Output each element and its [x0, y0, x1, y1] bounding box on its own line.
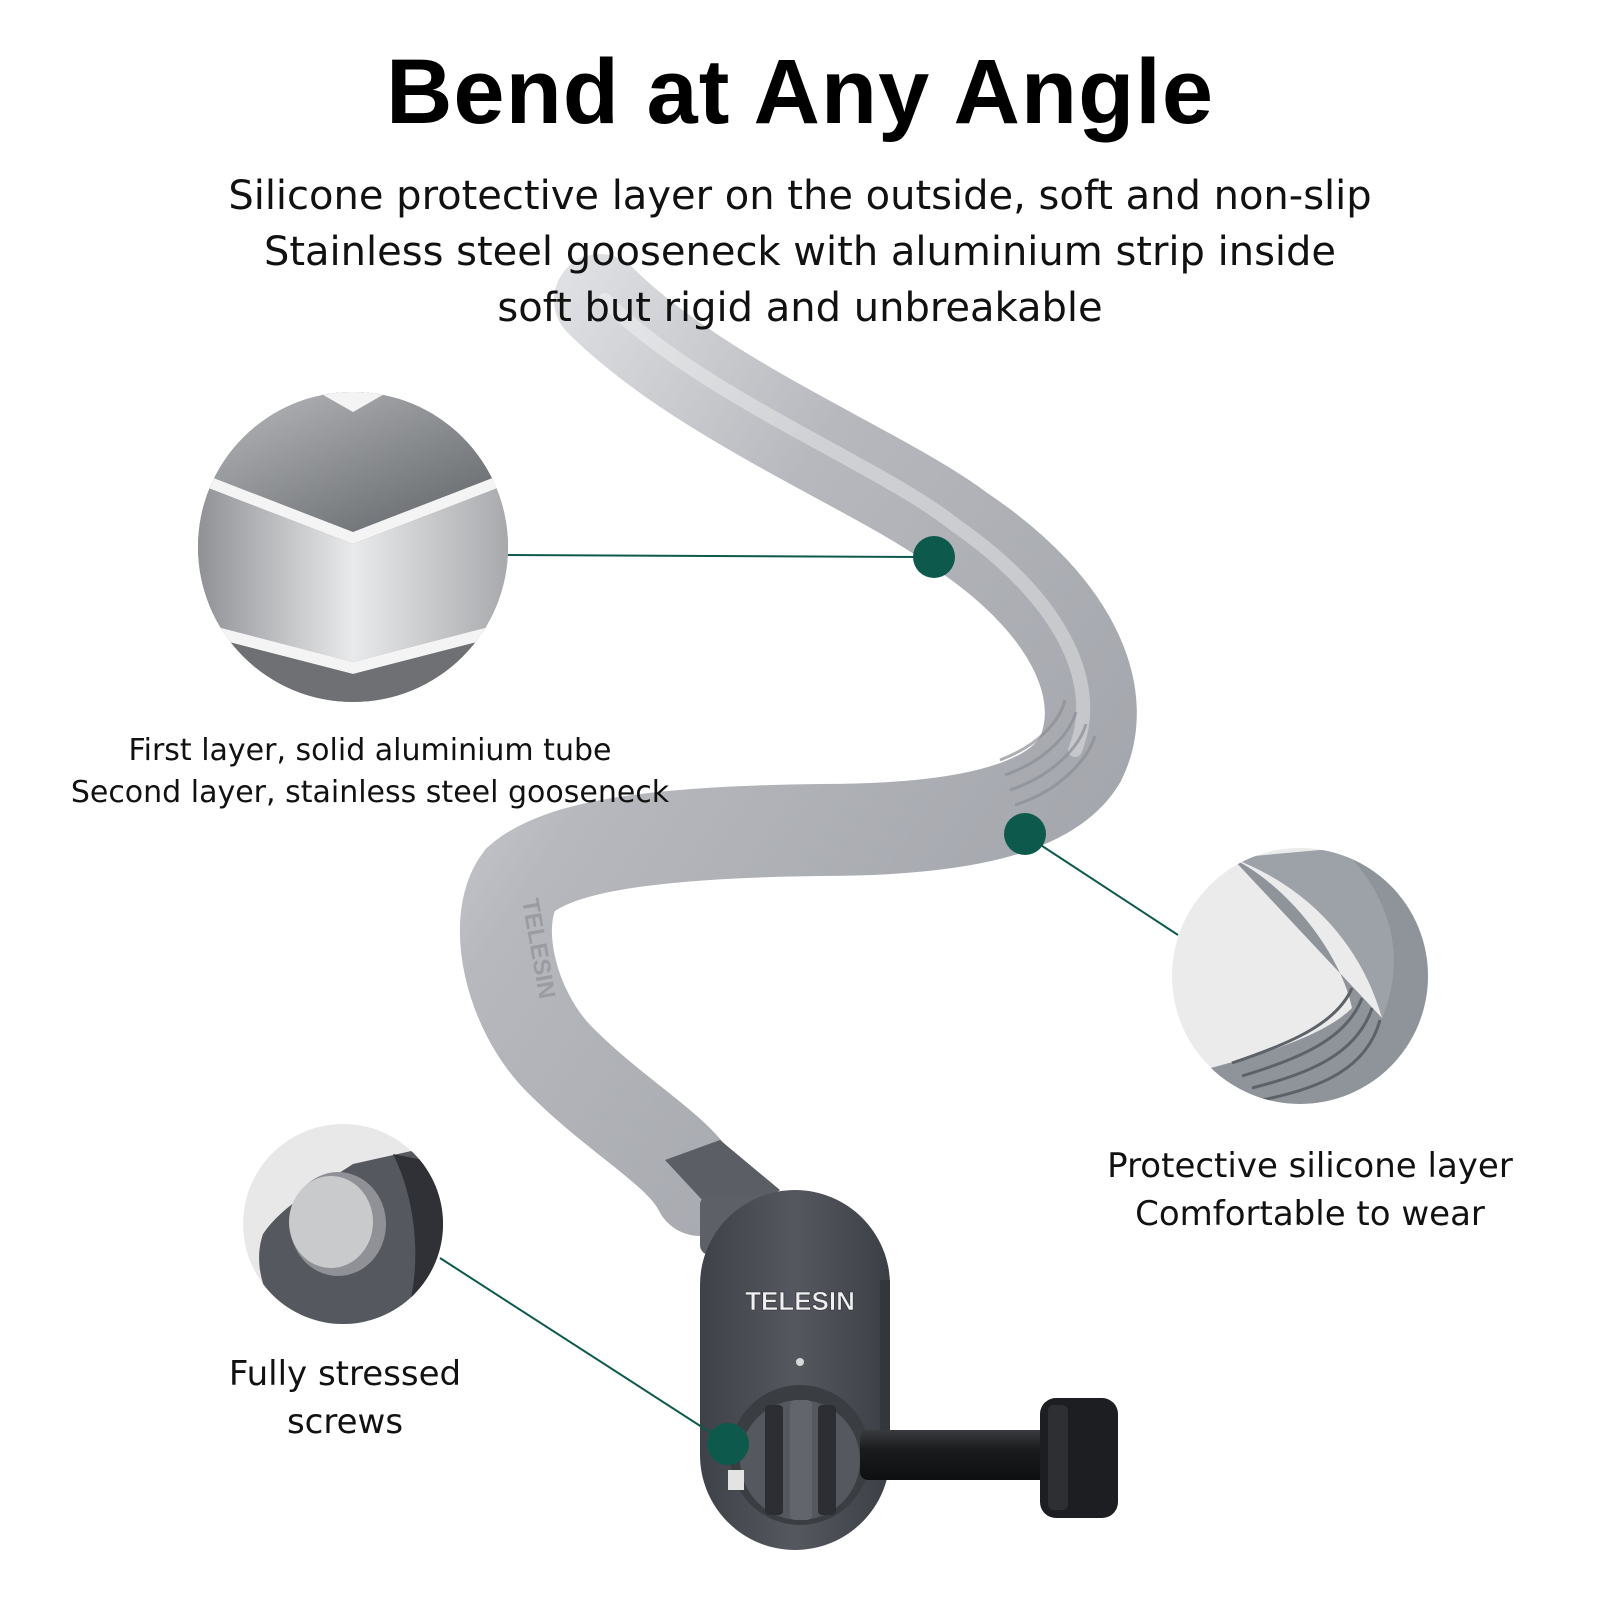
page-title: Bend at Any Angle	[385, 41, 1215, 143]
callout-caption-screws: Fully stressed screws	[180, 1350, 510, 1446]
subtitle-line: soft but rigid and unbreakable	[497, 285, 1103, 331]
callout-caption-silicone: Protective silicone layer Comfortable to…	[1060, 1142, 1560, 1238]
subtitle-line: Silicone protective layer on the outside…	[228, 173, 1372, 219]
caption-line: Second layer, stainless steel gooseneck	[70, 775, 670, 810]
indicator-dot	[796, 1358, 804, 1366]
screw-detail-lens	[243, 1124, 443, 1324]
layers-detail-lens	[198, 392, 508, 702]
caption-line: Protective silicone layer	[1107, 1146, 1513, 1186]
gooseneck-arm: TELESIN	[459, 254, 1137, 1236]
silicone-detail-lens	[1172, 848, 1428, 1104]
subtitle-line: Stainless steel gooseneck with aluminium…	[263, 229, 1337, 275]
brand-logo: TELESIN	[745, 1286, 855, 1316]
mount-housing: TELESIN	[700, 1190, 890, 1550]
callout-caption-layers: First layer, solid aluminium tube Second…	[30, 730, 710, 814]
thumb-screw	[860, 1398, 1118, 1518]
caption-line: First layer, solid aluminium tube	[128, 733, 612, 768]
caption-line: Comfortable to wear	[1135, 1194, 1485, 1234]
caption-line: screws	[286, 1402, 404, 1442]
subtitle: Silicone protective layer on the outside…	[0, 168, 1600, 336]
caption-line: Fully stressed	[228, 1354, 462, 1394]
silicone-ridges	[999, 699, 1097, 807]
